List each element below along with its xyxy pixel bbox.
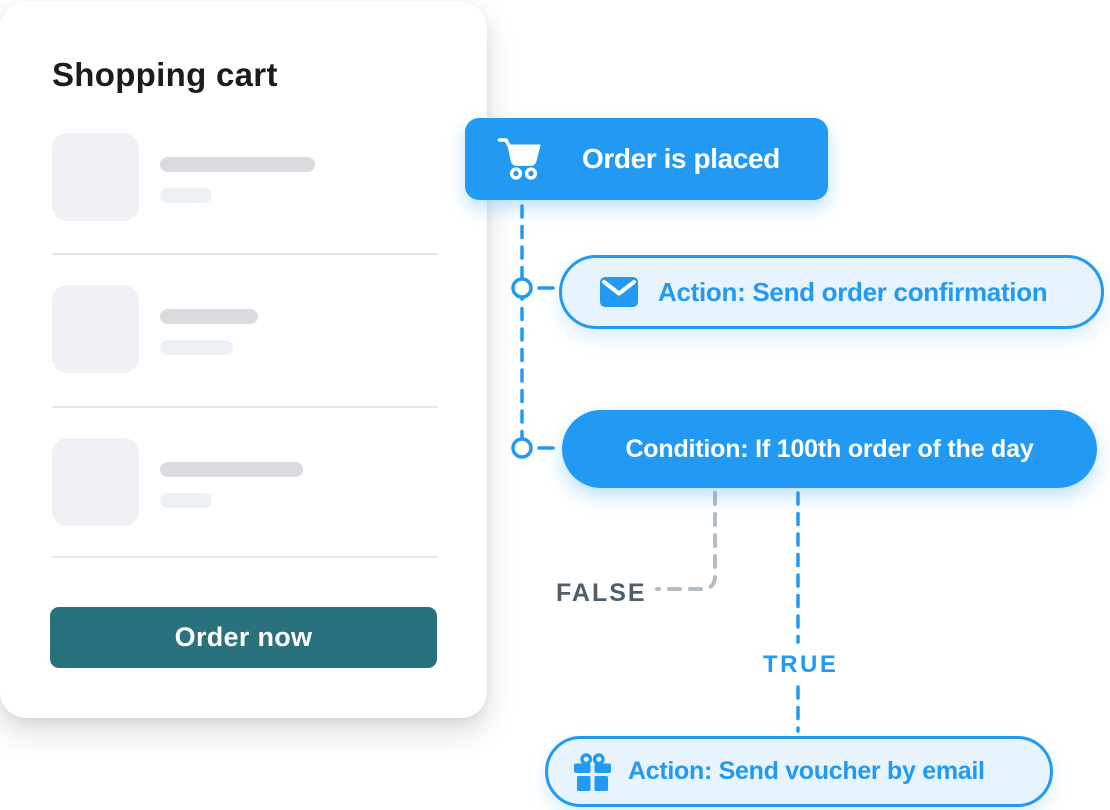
flow-node-action-voucher[interactable]: Action: Send voucher by email <box>545 736 1053 807</box>
text-line-placeholder <box>160 340 233 355</box>
order-now-button[interactable]: Order now <box>50 607 437 668</box>
branch-label-false: FALSE <box>556 579 647 607</box>
text-line-placeholder <box>160 309 258 324</box>
product-image-placeholder <box>52 133 139 221</box>
shopping-cart-panel: Shopping cart Order now <box>0 2 487 718</box>
flow-node-label: Action: Send order confirmation <box>658 276 1048 307</box>
text-line-placeholder <box>160 462 303 477</box>
cart-item-placeholder <box>52 438 438 526</box>
flow-node-trigger[interactable]: Order is placed <box>465 118 828 200</box>
flow-node-label: Action: Send voucher by email <box>628 757 985 785</box>
flow-node-label: Order is placed <box>582 143 780 174</box>
flow-node-label: Condition: If 100th order of the day <box>625 434 1034 463</box>
page-title: Shopping cart <box>52 56 278 93</box>
product-image-placeholder <box>52 438 139 526</box>
cart-item-placeholder <box>52 133 438 221</box>
divider <box>52 253 438 255</box>
gift-icon <box>574 752 611 791</box>
connector-node-icon <box>511 437 533 459</box>
divider <box>52 556 438 558</box>
text-line-placeholder <box>160 188 212 203</box>
false-branch-line <box>655 491 717 591</box>
connector-node-icon <box>511 277 533 299</box>
cart-item-placeholder <box>52 285 438 373</box>
shopping-cart-icon <box>497 138 541 180</box>
text-line-placeholder <box>160 493 212 508</box>
envelope-icon <box>600 277 638 307</box>
divider <box>52 406 438 408</box>
product-image-placeholder <box>52 285 139 373</box>
flow-node-condition[interactable]: Condition: If 100th order of the day <box>562 410 1097 488</box>
branch-label-true: TRUE <box>763 651 839 678</box>
text-line-placeholder <box>160 157 315 172</box>
flow-node-action-confirmation[interactable]: Action: Send order confirmation <box>559 255 1104 329</box>
